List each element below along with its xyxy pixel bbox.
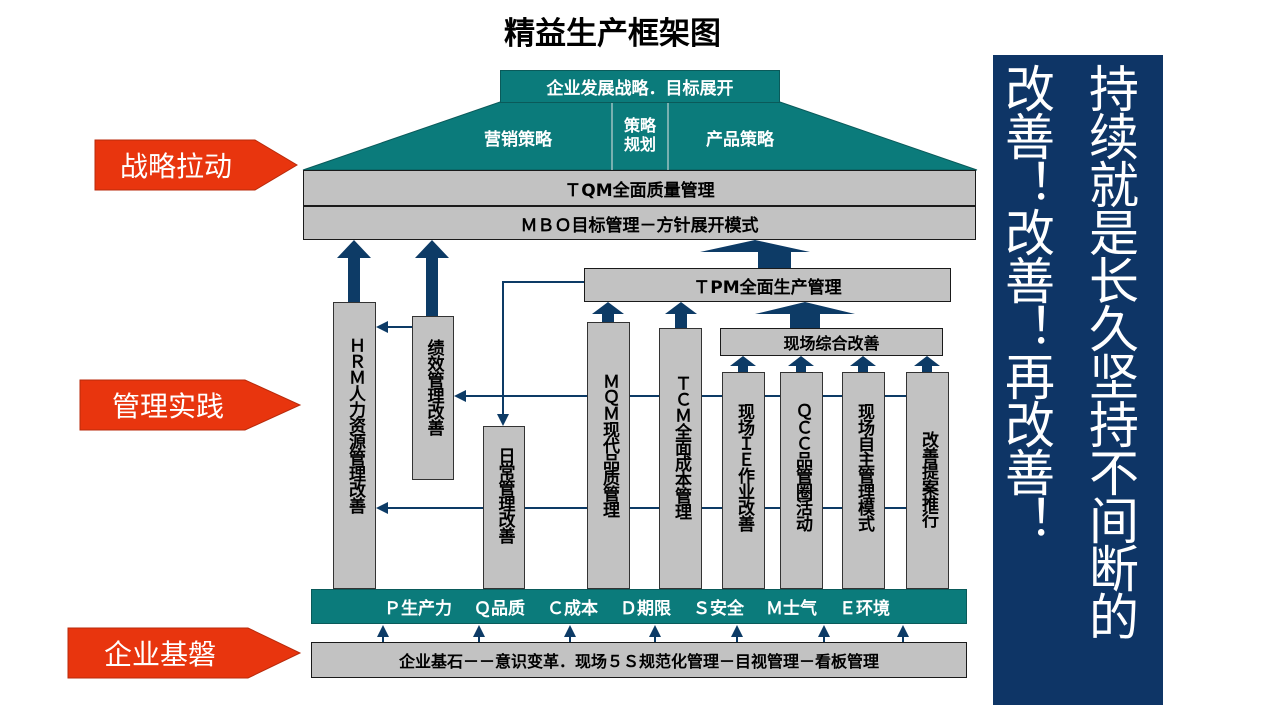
pillar-autonomous-label: 现场自主管理模式 (854, 403, 874, 531)
up-arrow-mqm (592, 302, 624, 322)
pqcd-quality: Ｑ品质 (474, 599, 525, 619)
pillar-hrm-label: ＨＲＭ人力资源管理改善 (345, 337, 365, 513)
callout-foundation-shape (67, 627, 302, 679)
pillar-ie-label: 现场ＩＥ作业改善 (734, 403, 754, 531)
up-arrow-auto (850, 356, 876, 372)
pillar-mqm: ＭＱＭ现代品质管理 (587, 322, 630, 589)
pqcd-productivity: Ｐ生产力 (384, 599, 452, 619)
callout-management-shape (79, 379, 302, 431)
page-title: 精益生产框架图 (504, 16, 721, 52)
up-arrow-qcc (788, 356, 814, 372)
up-arrow-hrm (337, 240, 371, 302)
slogan-panel: 持续就是长久坚持不间断的 改善！改善！再改善！ (993, 55, 1163, 705)
pillar-hrm: ＨＲＭ人力资源管理改善 (333, 302, 376, 589)
up-arrow-suggestion (914, 356, 940, 372)
callout-strategy-shape (94, 139, 298, 191)
up-arrow-ie (730, 356, 756, 372)
slogan-line-2: 改善！改善！再改善！ (997, 63, 1055, 543)
pqcd-cost: Ｃ成本 (547, 599, 598, 619)
pqcd-delivery: Ｄ期限 (620, 599, 671, 619)
pillar-performance: 绩效管理改善 (412, 316, 454, 480)
pqcd-environment: Ｅ环境 (839, 599, 890, 619)
mbo-band: ＭＢＯ目标管理－方针展开模式 (303, 206, 976, 240)
pillar-tcm: ＴＣＭ全面成本管理 (659, 328, 702, 589)
pillar-suggestion-label: 改善提案推行 (918, 431, 938, 527)
callout-foundation: 企业基磐 (104, 638, 217, 671)
slogan-line-1: 持续就是长久坚持不间断的 (1081, 63, 1139, 639)
roof-planning: 策略 规划 (623, 116, 656, 155)
pillar-tcm-label: ＴＣＭ全面成本管理 (671, 375, 691, 519)
pqcd-safety: Ｓ安全 (693, 599, 744, 619)
site-improvement-band: 现场综合改善 (720, 328, 943, 356)
pqcd-morale: Ｍ士气 (766, 599, 817, 619)
pillar-qcc-label: ＱＣＣ品管圈活动 (792, 403, 812, 531)
pillar-daily-label: 日常管理改善 (494, 447, 515, 543)
up-arrow-performance (415, 240, 449, 316)
strategy-top-box: 企业发展战略．目标展开 (500, 70, 780, 103)
pillar-qcc: ＱＣＣ品管圈活动 (780, 372, 823, 589)
pillar-suggestion: 改善提案推行 (906, 372, 949, 589)
pillar-daily: 日常管理改善 (483, 426, 525, 589)
up-arrow-site (755, 302, 855, 328)
roof-marketing: 营销策略 (484, 130, 552, 150)
roof-product: 产品策略 (706, 130, 774, 150)
pqcdsme-bar: Ｐ生产力 Ｑ品质 Ｃ成本 Ｄ期限 Ｓ安全 Ｍ士气 Ｅ环境 (311, 589, 967, 624)
callout-strategy: 战略拉动 (120, 150, 233, 183)
up-arrow-tpm (700, 240, 810, 268)
pillar-autonomous: 现场自主管理模式 (842, 372, 885, 589)
pillar-mqm-label: ＭＱＭ现代品质管理 (599, 373, 619, 517)
tpm-to-daily-line (497, 281, 584, 426)
tpm-band: ＴPM全面生产管理 (584, 268, 951, 302)
foundation-band: 企业基石－－意识变革．现场５Ｓ规范化管理－目视管理－看板管理 (311, 642, 967, 678)
pillar-ie: 现场ＩＥ作业改善 (722, 372, 765, 589)
tqm-band: ＴQM全面质量管理 (303, 170, 976, 206)
up-arrow-tcm (665, 302, 697, 328)
pillar-performance-label: 绩效管理改善 (423, 339, 444, 435)
callout-management: 管理实践 (112, 390, 225, 423)
